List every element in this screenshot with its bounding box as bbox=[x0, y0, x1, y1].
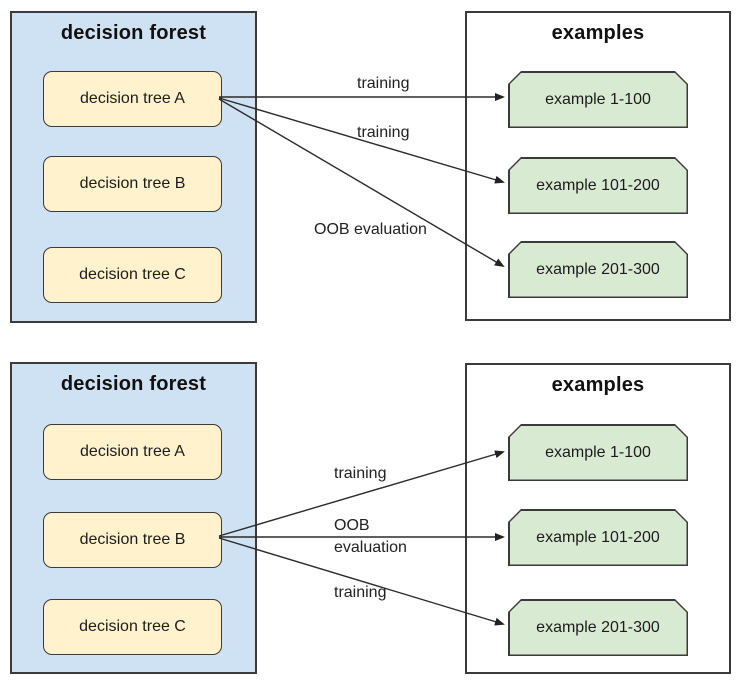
example-node-label: example 201-300 bbox=[536, 618, 660, 636]
example-node-label: example 1-100 bbox=[545, 90, 651, 108]
decision-tree-node-a: decision tree A bbox=[43, 71, 222, 127]
arrow-label-oob-evaluation: OOB evaluation bbox=[334, 517, 407, 556]
decision-forest-title: decision forest bbox=[60, 22, 207, 44]
example-node-label: example 101-200 bbox=[536, 528, 660, 546]
decision-tree-node-b: decision tree B bbox=[43, 156, 222, 212]
decision-tree-node-b: decision tree B bbox=[43, 512, 222, 568]
example-node-label: example 1-100 bbox=[545, 443, 651, 461]
example-range-node: example 201-300 bbox=[508, 241, 688, 298]
example-range-node: example 1-100 bbox=[508, 71, 688, 128]
example-node-fill bbox=[510, 73, 687, 127]
arrow-label-oob-evaluation: OOB evaluation bbox=[314, 221, 427, 238]
example-node-fill bbox=[510, 511, 687, 565]
example-node-label: example 201-300 bbox=[536, 260, 660, 278]
decision-forest-title: decision forest bbox=[60, 373, 207, 395]
example-range-node: example 101-200 bbox=[508, 509, 688, 566]
decision-tree-node-a: decision tree A bbox=[43, 424, 222, 480]
example-node-fill bbox=[510, 426, 687, 480]
arrow-label-training: training bbox=[357, 75, 410, 92]
examples-panel-1: examples example 1-100 example 101-200 e… bbox=[465, 11, 731, 321]
example-range-node: example 1-100 bbox=[508, 424, 688, 481]
examples-panel-2: examples example 1-100 example 101-200 e… bbox=[465, 363, 731, 674]
arrow-label-training: training bbox=[357, 124, 410, 141]
example-node-fill bbox=[510, 243, 687, 297]
arrow-label-training: training bbox=[334, 465, 387, 482]
decision-forest-panel-1: decision forest decision tree A decision… bbox=[10, 11, 257, 323]
decision-tree-node-c: decision tree C bbox=[43, 247, 222, 303]
example-range-node: example 101-200 bbox=[508, 157, 688, 214]
examples-title: examples bbox=[551, 22, 645, 44]
example-node-label: example 101-200 bbox=[536, 176, 660, 194]
example-range-node: example 201-300 bbox=[508, 599, 688, 656]
decision-tree-node-c: decision tree C bbox=[43, 599, 222, 655]
arrow-label-training: training bbox=[334, 584, 387, 601]
example-node-fill bbox=[510, 601, 687, 655]
example-node-fill bbox=[510, 159, 687, 213]
decision-forest-panel-2: decision forest decision tree A decision… bbox=[10, 362, 257, 674]
examples-title: examples bbox=[551, 374, 645, 396]
